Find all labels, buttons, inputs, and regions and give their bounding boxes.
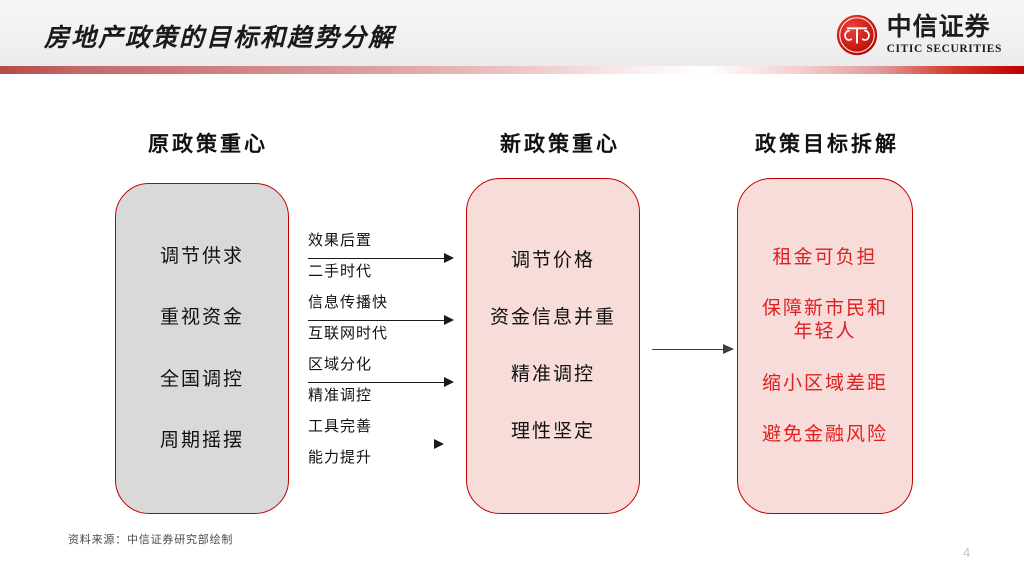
arrow-head bbox=[434, 439, 444, 449]
brand-logo-text: 中信证券 CITIC SECURITIES bbox=[887, 15, 1002, 56]
policy-drivers-column: 效果后置 二手时代 信息传播快 互联网时代 区域分化 精准调控 工具完善 能力提… bbox=[308, 234, 458, 470]
arrow-head bbox=[444, 315, 454, 325]
column-heading-new-policy: 新政策重心 bbox=[500, 132, 620, 156]
driver-label: 效果后置 bbox=[308, 233, 373, 249]
right-arrow-icon bbox=[652, 344, 734, 355]
right-arrow-icon bbox=[308, 315, 454, 325]
arrow-head bbox=[444, 377, 454, 387]
right-arrow-icon bbox=[308, 439, 454, 449]
page-title: 房地产政策的目标和趋势分解 bbox=[44, 25, 396, 52]
old-policy-box: 调节供求 重视资金 全国调控 周期摇摆 bbox=[115, 183, 289, 514]
column-heading-policy-goals: 政策目标拆解 bbox=[755, 132, 899, 156]
brand-logo: 中信证券 CITIC SECURITIES bbox=[836, 14, 1002, 56]
driver-label: 精准调控 bbox=[308, 388, 373, 404]
driver-label: 能力提升 bbox=[308, 450, 373, 466]
brand-name-en: CITIC SECURITIES bbox=[886, 42, 1002, 55]
header-divider-rule bbox=[0, 66, 1024, 74]
driver-label: 二手时代 bbox=[308, 264, 373, 280]
old-policy-item: 全国调控 bbox=[159, 368, 244, 390]
right-arrow-icon bbox=[308, 253, 454, 263]
driver-label: 互联网时代 bbox=[308, 326, 389, 342]
source-note: 资料来源：中信证券研究部绘制 bbox=[68, 534, 234, 546]
arrow-shaft bbox=[308, 257, 445, 259]
new-policy-box: 调节价格 资金信息并重 精准调控 理性坚定 bbox=[466, 178, 640, 514]
new-policy-item: 资金信息并重 bbox=[489, 306, 616, 328]
new-policy-item: 精准调控 bbox=[510, 364, 595, 385]
driver-label: 区域分化 bbox=[308, 357, 373, 373]
policy-goal-item: 租金可负担 bbox=[772, 247, 878, 269]
arrow-head bbox=[723, 344, 734, 354]
arrow-shaft bbox=[308, 319, 445, 321]
driver-label: 信息传播快 bbox=[308, 295, 389, 311]
new-policy-item: 调节价格 bbox=[510, 249, 595, 271]
citic-circle-logo-icon bbox=[836, 14, 878, 56]
old-policy-item: 重视资金 bbox=[159, 307, 244, 329]
right-arrow-icon bbox=[308, 377, 454, 387]
arrow-head bbox=[444, 253, 454, 263]
policy-goal-item: 缩小区域差距 bbox=[761, 372, 888, 394]
old-policy-item: 调节供求 bbox=[159, 246, 244, 268]
old-policy-item: 周期摇摆 bbox=[159, 429, 244, 451]
driver-label: 工具完善 bbox=[308, 419, 373, 435]
policy-goal-item: 避免金融风险 bbox=[761, 423, 888, 445]
column-heading-old-policy: 原政策重心 bbox=[148, 132, 268, 156]
arrow-shaft bbox=[308, 381, 445, 383]
policy-goals-box: 租金可负担 保障新市民和 年轻人 缩小区域差距 避免金融风险 bbox=[737, 178, 913, 514]
arrow-shaft bbox=[652, 348, 724, 351]
page-number: 4 bbox=[963, 545, 971, 560]
policy-goal-item: 保障新市民和 年轻人 bbox=[761, 298, 888, 343]
brand-name-cn: 中信证券 bbox=[886, 13, 991, 41]
new-policy-item: 理性坚定 bbox=[510, 421, 595, 443]
